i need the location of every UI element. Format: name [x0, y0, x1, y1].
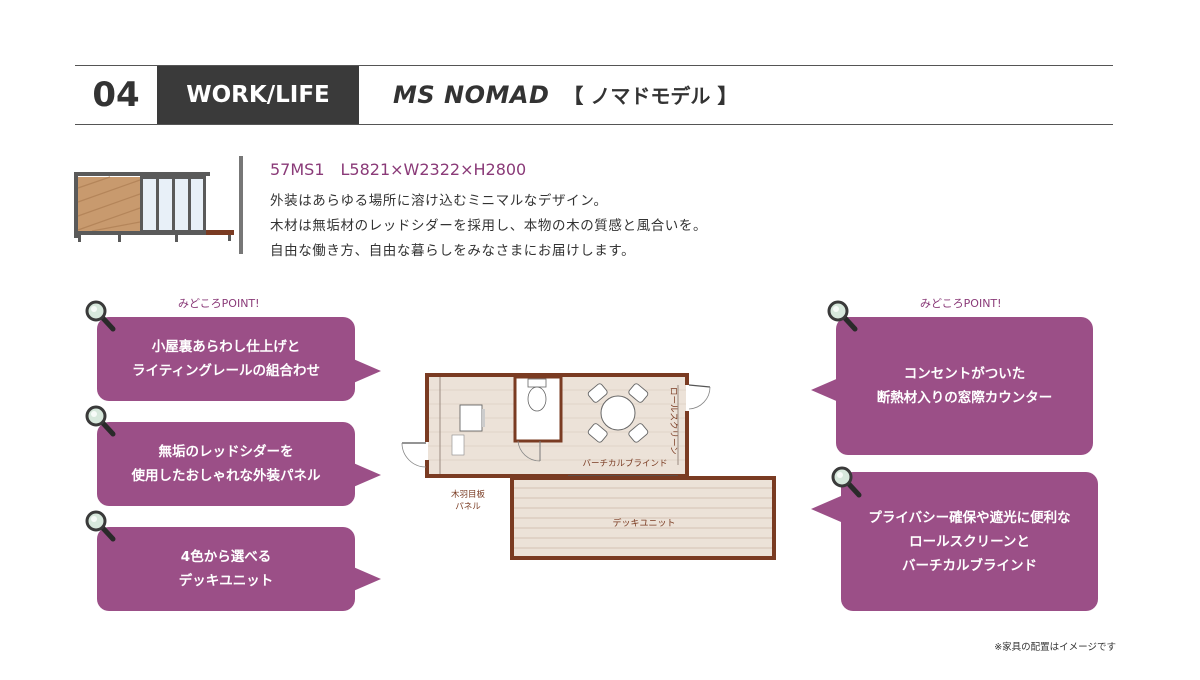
left-callout-1-text: 小屋裏あらわし仕上げと ライティングレールの組合わせ	[132, 339, 320, 379]
model-title: MS NOMAD 【 ノマドモデル 】	[393, 66, 737, 124]
callout-tail	[351, 566, 381, 592]
wood-panel-label-2: パネル	[455, 502, 481, 512]
magnifier-icon	[85, 510, 116, 542]
right-callout-1: コンセントがついた 断熱材入りの窓際カウンター	[836, 317, 1093, 455]
left-callout-1: 小屋裏あらわし仕上げと ライティングレールの組合わせ	[97, 317, 355, 401]
section-number: 04	[92, 75, 140, 115]
floor-plan-diagram: ロールスクリーン バーチカルブラインド デッキユニット 木羽目板 パネル	[401, 373, 776, 560]
left-callout-2: 無垢のレッドシダーを 使用したおしゃれな外装パネル	[97, 422, 355, 506]
footnote: ※家具の配置はイメージです	[994, 642, 1116, 653]
description-line-3: 自由な働き方、自由な暮らしをみなさまにお届けします。	[270, 243, 636, 259]
callout-tail	[351, 358, 381, 384]
vertical-blind-label: バーチカルブラインド	[582, 458, 667, 469]
house-elevation-illustration	[74, 172, 234, 242]
magnifier-icon	[85, 300, 116, 332]
header-bottom-rule	[75, 124, 1113, 125]
left-points-heading: みどころPOINT!	[178, 297, 260, 310]
callout-tail	[351, 462, 381, 488]
description-line-2: 木材は無垢材のレッドシダーを採用し、本物の木の質感と風合いを。	[270, 218, 708, 234]
magnifier-icon	[831, 466, 862, 498]
category-label: WORK/LIFE	[157, 66, 359, 124]
right-callout-2: プライバシー確保や遮光に便利な ロールスクリーンと バーチカルブラインド	[841, 472, 1098, 611]
model-name-jp: 【 ノマドモデル 】	[563, 84, 738, 108]
right-callout-1-text: コンセントがついた 断熱材入りの窓際カウンター	[876, 366, 1053, 406]
description-line-1: 外装はあらゆる場所に溶け込むミニマルなデザイン。	[270, 193, 608, 209]
magnifier-icon	[827, 300, 858, 332]
roll-screen-label: ロールスクリーン	[668, 387, 678, 455]
left-callout-3: 4色から選べる デッキユニット	[97, 527, 355, 611]
magnifier-icon	[85, 405, 116, 437]
header-top-rule	[75, 65, 1113, 66]
left-callout-3-text: 4色から選べる デッキユニット	[178, 549, 274, 589]
callout-tail	[811, 496, 841, 522]
right-callout-2-text: プライバシー確保や遮光に便利な ロールスクリーンと バーチカルブラインド	[868, 509, 1071, 574]
wood-panel-label-1: 木羽目板	[451, 489, 486, 500]
product-spec: 57MS1 L5821×W2322×H2800	[270, 160, 527, 179]
deck-unit-label: デッキユニット	[612, 517, 675, 529]
left-callout-2-text: 無垢のレッドシダーを 使用したおしゃれな外装パネル	[131, 444, 321, 484]
model-name-en: MS NOMAD	[393, 81, 550, 109]
right-points-heading: みどころPOINT!	[920, 297, 1002, 310]
divider-bar	[239, 156, 243, 254]
